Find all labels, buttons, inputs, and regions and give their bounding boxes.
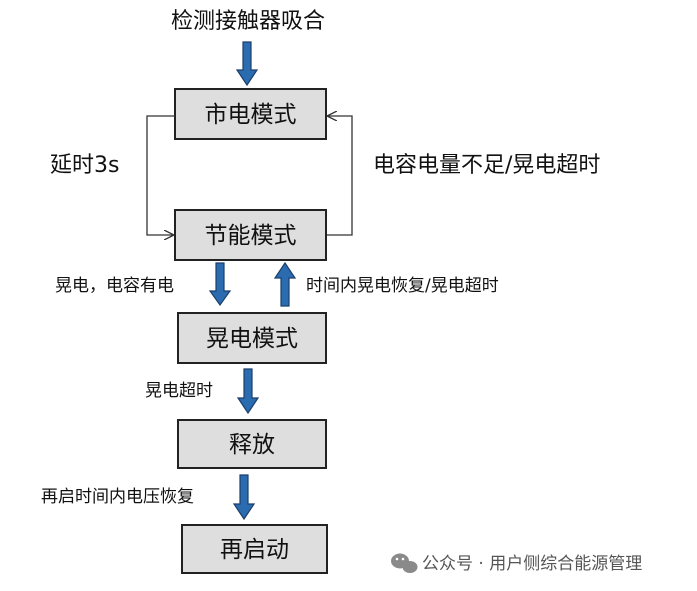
loop-left-connector	[146, 115, 175, 235]
energy-saving-mode-label: 节能模式	[205, 223, 297, 249]
arrow-down-to-flicker	[208, 262, 232, 307]
flicker-cap-charged-label: 晃电，电容有电	[55, 276, 174, 296]
arrow-down-to-restart	[232, 474, 256, 521]
top-label: 检测接触器吸合	[171, 9, 325, 34]
arrow-down-top	[235, 41, 259, 87]
watermark: 公众号 · 用户侧综合能源管理	[391, 553, 642, 574]
watermark-text: 公众号 · 用户侧综合能源管理	[422, 554, 642, 574]
cap-low-timeout-label: 电容电量不足/晃电超时	[373, 153, 600, 178]
restart-label: 再启动	[220, 537, 289, 563]
release-box: 释放	[177, 419, 327, 469]
mains-mode-label: 市电模式	[205, 102, 297, 128]
flicker-mode-label: 晃电模式	[206, 326, 298, 352]
restart-box: 再启动	[181, 524, 328, 574]
flicker-mode-box: 晃电模式	[177, 312, 327, 364]
arrow-down-to-release	[236, 368, 260, 415]
loop-right-connector	[326, 116, 353, 236]
wechat-icon	[391, 553, 418, 573]
energy-saving-mode-box: 节能模式	[174, 209, 327, 261]
mains-mode-box: 市电模式	[174, 88, 327, 140]
arrow-up-to-energy-saving	[273, 261, 297, 307]
release-label: 释放	[229, 432, 275, 458]
delay-label: 延时3s	[50, 153, 119, 178]
voltage-recover-label: 再启时间内电压恢复	[41, 487, 194, 507]
recover-or-timeout-label: 时间内晃电恢复/晃电超时	[306, 276, 499, 296]
flicker-timeout-label: 晃电超时	[145, 381, 213, 401]
